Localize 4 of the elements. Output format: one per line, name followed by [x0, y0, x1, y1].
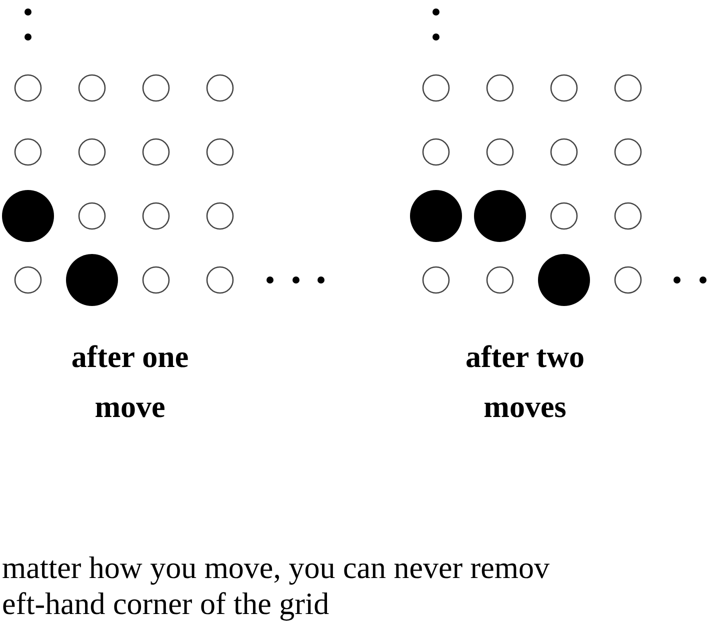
body-text: eft-hand corner of the grid [2, 586, 330, 622]
body-text: matter how you move, you can never remov [2, 550, 550, 586]
caption: after two moves [464, 338, 586, 426]
caption: after one move [70, 338, 190, 426]
